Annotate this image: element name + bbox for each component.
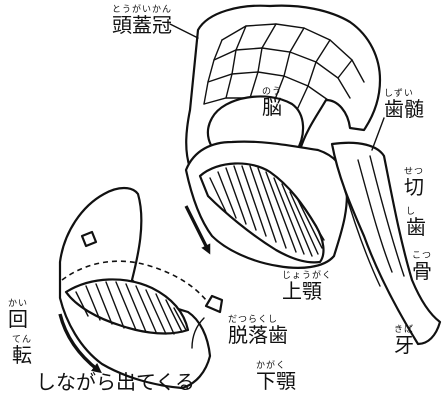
shed-tooth-label: だつらくし 脱落歯 [228, 316, 288, 345]
rotation-text-1: 回 [8, 309, 28, 329]
mandible-hole [82, 232, 96, 246]
bone-text: 骨 [412, 261, 432, 281]
upper-jaw-text: 上顎 [282, 281, 332, 301]
upper-jaw-label: じょうがく 上顎 [282, 272, 332, 301]
pulp-label: しずい 歯髄 [384, 90, 424, 119]
skull-leader [170, 24, 198, 38]
tusk-label: きば 牙 [394, 326, 414, 355]
incisor-label-2: し 歯 [406, 208, 426, 237]
emerge-text: しながら出てくる [36, 372, 195, 392]
shed-tooth-text: 脱落歯 [228, 325, 288, 345]
brain-label: のう 脳 [262, 88, 282, 117]
lower-jaw-label: かがく 下顎 [256, 362, 296, 391]
pulp-text: 歯髄 [384, 99, 424, 119]
shed-tooth [206, 296, 222, 312]
rotation-text-2: 転 [12, 345, 32, 365]
rotation-label-1: かい 回 [8, 300, 28, 329]
rotation-label-2: てん 転 [12, 336, 32, 365]
skull-text: 頭蓋冠 [112, 15, 172, 35]
brain-text: 脳 [262, 97, 282, 117]
lower-jaw-text: 下顎 [256, 371, 296, 391]
bone-label: こつ 骨 [412, 252, 432, 281]
pulp-leader [372, 118, 384, 150]
incisor-text-1: 切 [404, 177, 424, 197]
incisor-text-2: 歯 [406, 217, 426, 237]
tusk-text: 牙 [394, 335, 414, 355]
incisor-label-1: せつ 切 [404, 168, 424, 197]
skull-label: とうがいかん 頭蓋冠 [112, 6, 172, 35]
